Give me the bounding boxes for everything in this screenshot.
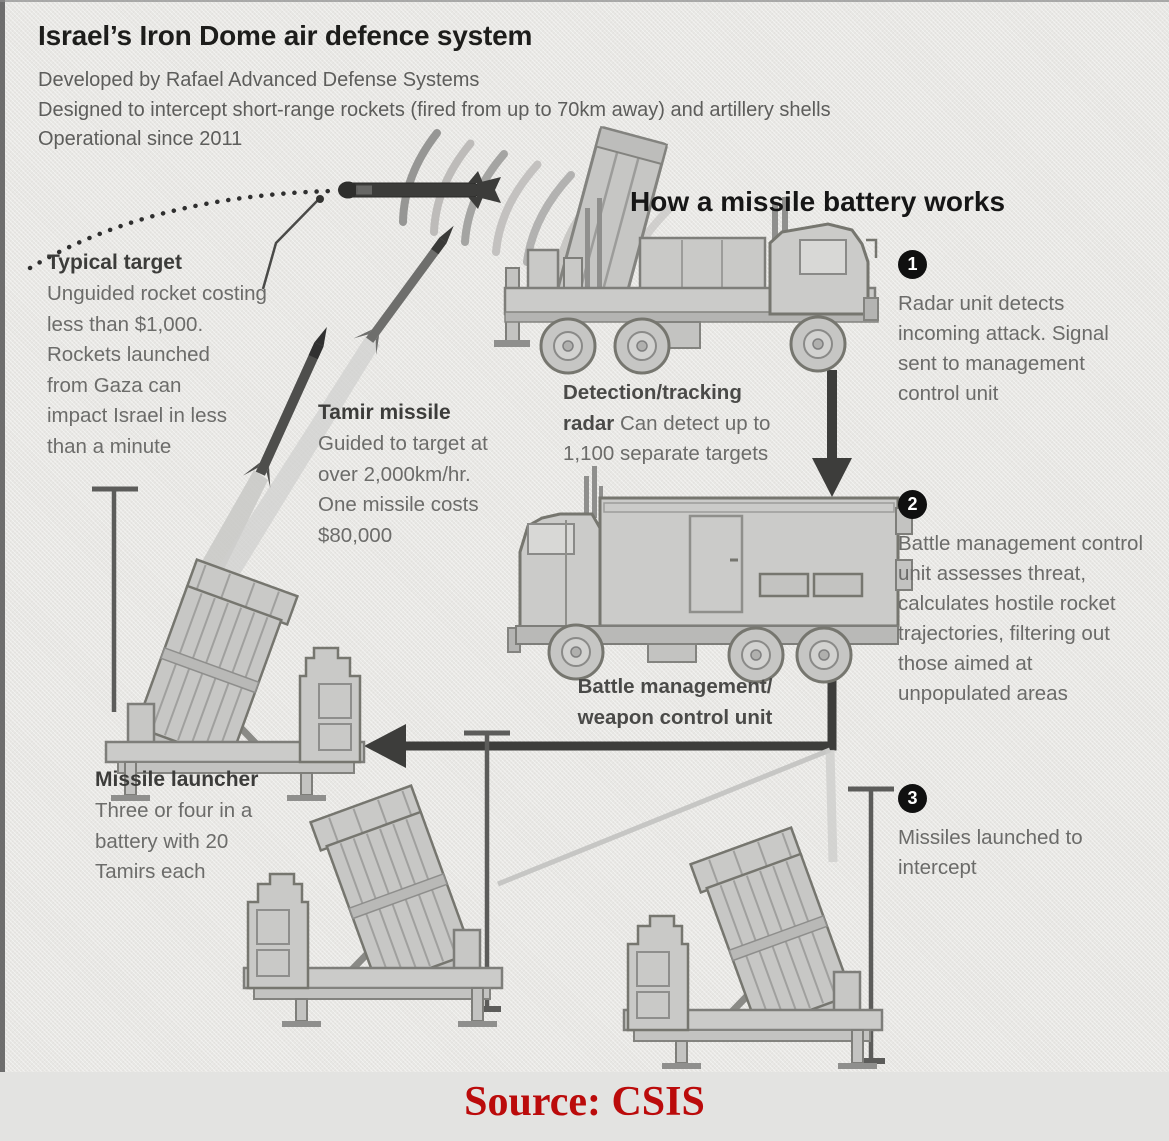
- battle-management-annotation: Battle management/ weapon control unit: [577, 675, 773, 729]
- page-title: Israel’s Iron Dome air defence system: [38, 20, 533, 51]
- missile-launcher-left: [106, 560, 364, 801]
- step-3-text: Missiles launched to intercept: [898, 826, 1083, 879]
- subtitle-line: Operational since 2011: [38, 128, 243, 150]
- target-callout-line: [261, 195, 324, 290]
- missile-launcher-annotation: Missile launcher Three or four in a batt…: [95, 768, 259, 883]
- step-1: 1 Radar unit detects incoming attack. Si…: [898, 250, 1143, 409]
- radar-truck-illustration: [494, 125, 879, 375]
- subtitle-line: Designed to intercept short-range rocket…: [38, 98, 831, 121]
- annotation-title: Missile launcher: [95, 768, 259, 791]
- flow-arrow-control-to-launcher: [364, 652, 837, 768]
- detection-radar-annotation: Detection/tracking radar Can detect up t…: [563, 381, 771, 465]
- annotation-title: Tamir missile: [318, 401, 451, 424]
- step-2: 2 Battle management control unit assesse…: [898, 490, 1143, 709]
- guidance-lines: [497, 747, 838, 887]
- typical-target-annotation: Typical target Unguided rocket costing l…: [47, 251, 267, 458]
- step-3-number-icon: 3: [898, 784, 927, 813]
- step-2-number-icon: 2: [898, 490, 927, 519]
- step-3: 3 Missiles launched to intercept: [898, 784, 1143, 883]
- page-subtitle: Developed by Rafael Advanced Defense Sys…: [38, 66, 831, 155]
- step-2-text: Battle management control unit assesses …: [898, 532, 1143, 705]
- section-heading: How a missile battery works: [630, 186, 1006, 217]
- tamir-missile-annotation: Tamir missile Guided to target at over 2…: [318, 401, 488, 547]
- step-1-number-icon: 1: [898, 250, 927, 279]
- step-1-text: Radar unit detects incoming attack. Sign…: [898, 292, 1109, 405]
- page-edge-left: [0, 0, 5, 1072]
- missile-launcher-right: [624, 828, 882, 1069]
- page-edge-top: [0, 0, 1169, 2]
- source-credit: Source: CSIS: [464, 1079, 705, 1125]
- missile-launcher-middle: [244, 786, 502, 1027]
- battle-management-truck-illustration: [507, 466, 913, 684]
- incoming-rocket-illustration: [338, 171, 501, 209]
- flow-arrow-radar-to-control: [812, 370, 852, 497]
- annotation-title: Typical target: [47, 251, 182, 274]
- subtitle-line: Developed by Rafael Advanced Defense Sys…: [38, 69, 480, 91]
- footer: Source: CSIS: [0, 1072, 1169, 1141]
